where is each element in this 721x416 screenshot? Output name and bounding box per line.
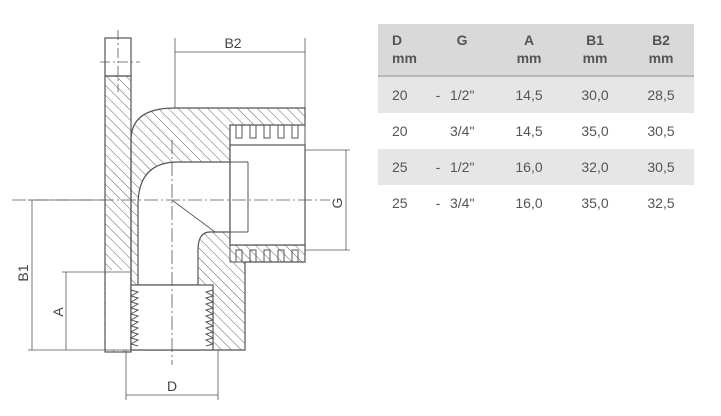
table-row: 20 - 1/2" 14,5 30,0 28,5	[378, 76, 695, 113]
cell-a: 16,0	[515, 195, 543, 211]
cell-d: 25	[378, 149, 428, 185]
header-b1: B1 mm	[562, 24, 629, 77]
header-a: A mm	[496, 24, 563, 77]
cell-b2: 30,5	[647, 123, 675, 139]
cell-b2: 28,5	[628, 76, 695, 113]
cell-separator: -	[428, 76, 448, 113]
dim-g-label: G	[329, 198, 345, 209]
table-header-row: D mm G A mm B1 mm B2 mm	[378, 24, 695, 77]
dim-b1-label: B1	[15, 264, 31, 281]
header-b2: B2 mm	[628, 24, 695, 77]
cell-separator: -	[435, 195, 441, 211]
cell-g: 3/4"	[450, 123, 475, 139]
header-d: D mm	[378, 24, 428, 77]
header-g: G	[428, 24, 497, 77]
cell-b1: 32,0	[562, 149, 629, 185]
cell-separator: -	[428, 149, 448, 185]
table-row: 25 - 1/2" 16,0 32,0 30,5	[378, 149, 695, 185]
dim-a-label: A	[50, 307, 66, 317]
cell-d: 20	[378, 76, 428, 113]
cell-g: 1/2"	[448, 149, 497, 185]
cell-b1: 30,0	[562, 76, 629, 113]
cell-b1: 35,0	[581, 123, 609, 139]
cell-d: 20	[392, 123, 408, 139]
dim-b2-label: B2	[224, 35, 241, 51]
bottom-thread-teeth	[129, 289, 140, 347]
cell-a: 14,5	[515, 123, 543, 139]
table-row: 20 3/4" 14,5 35,0 30,5	[378, 113, 694, 149]
fitting-section-drawing: B2 G B1 A D	[12, 30, 350, 400]
cell-separator	[428, 113, 448, 149]
cell-b2: 32,5	[647, 195, 675, 211]
right-thread-teeth-top	[235, 124, 299, 139]
cell-d: 25	[392, 195, 408, 211]
cell-g: 3/4"	[450, 195, 475, 211]
cell-a: 16,0	[496, 149, 563, 185]
table-row: 25 - 3/4" 16,0 35,0 32,5	[378, 185, 694, 221]
cell-g: 1/2"	[448, 76, 497, 113]
cell-b2: 30,5	[628, 149, 695, 185]
dim-d-label: D	[167, 378, 177, 394]
cell-a: 14,5	[496, 76, 563, 113]
inner-channel	[137, 161, 231, 286]
right-thread-socket	[229, 144, 306, 246]
dimension-table: D mm G A mm B1 mm B2 mm 20 - 1	[378, 24, 695, 221]
cell-b1: 35,0	[581, 195, 609, 211]
